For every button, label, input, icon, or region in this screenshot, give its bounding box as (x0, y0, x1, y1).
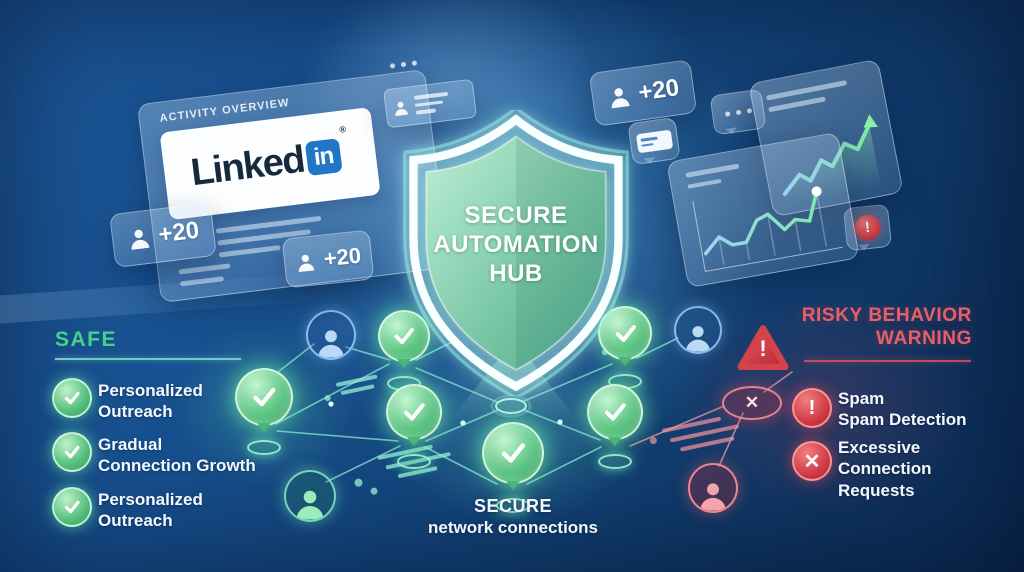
skeleton-line (765, 80, 848, 101)
safe-item-label: Personalized Outreach (98, 490, 203, 531)
skeleton-line (179, 276, 225, 287)
flagged-user-avatar-icon (688, 463, 738, 513)
warning-exclamation-glyph: ! (759, 336, 767, 361)
person-icon (298, 254, 315, 272)
caption-line1: SECURE (473, 496, 552, 516)
analytics-chart-card (666, 131, 860, 289)
user-avatar-icon (674, 306, 722, 354)
uptrend-chart-icon (782, 114, 882, 206)
badge-count: +20 (156, 216, 201, 249)
cross-circle-icon: ✕ (792, 441, 832, 481)
growth-chart-card (748, 58, 904, 218)
skeleton-line (768, 96, 827, 113)
new-connections-badge: +20 (588, 59, 698, 127)
risky-section-title: RISKY BEHAVIOR WARNING (801, 305, 972, 350)
user-avatar-icon (306, 310, 356, 360)
check-circle-icon (52, 487, 92, 527)
person-icon (611, 88, 630, 109)
safe-item-label: Gradual Connection Growth (98, 435, 256, 476)
warning-triangle-icon: ! (736, 323, 790, 373)
alert-exclamation-glyph: ! (853, 213, 882, 242)
linkedin-in-square: in (304, 138, 343, 176)
skeleton-line (218, 245, 281, 258)
user-avatar-icon (284, 470, 336, 522)
check-pin-icon (482, 422, 544, 513)
badge-count: +20 (636, 74, 681, 107)
network-caption: SECURE network connections (392, 496, 634, 538)
registered-mark: ® (338, 124, 347, 135)
check-pin-icon (386, 384, 442, 469)
check-pin-icon (235, 368, 293, 455)
ellipsis-icon (724, 107, 752, 117)
check-circle-icon (52, 378, 92, 418)
safe-section-title: SAFE (55, 328, 118, 351)
shield-title: SECURE AUTOMATION HUB (433, 202, 599, 287)
risky-underline (804, 360, 971, 362)
skeleton-line (685, 163, 740, 178)
person-icon (131, 229, 150, 250)
safe-underline (55, 358, 241, 360)
badge-count: +20 (322, 242, 363, 272)
mini-profile-card (382, 78, 478, 129)
secure-automation-hub-shield: SECURE AUTOMATION HUB (396, 106, 636, 400)
skeleton-line (687, 178, 722, 189)
new-connections-badge: +20 (109, 201, 217, 269)
check-pin-icon (587, 384, 643, 469)
blocked-node-icon: ✕ (722, 386, 782, 420)
message-lines (635, 129, 673, 153)
line-chart-icon (703, 186, 828, 265)
person-icon (395, 101, 408, 116)
new-connections-badge: +20 (281, 229, 375, 289)
linkedin-wordmark: Linked (188, 138, 307, 194)
skeleton-line (178, 263, 231, 275)
risky-item-label: Spam Spam Detection (838, 389, 967, 430)
caption-line2: network connections (427, 518, 599, 537)
exclamation-circle-icon: ! (792, 388, 832, 428)
check-circle-icon (52, 432, 92, 472)
risky-item-label: Excessive Connection Requests (838, 438, 932, 500)
safe-item-label: Personalized Outreach (98, 381, 203, 422)
